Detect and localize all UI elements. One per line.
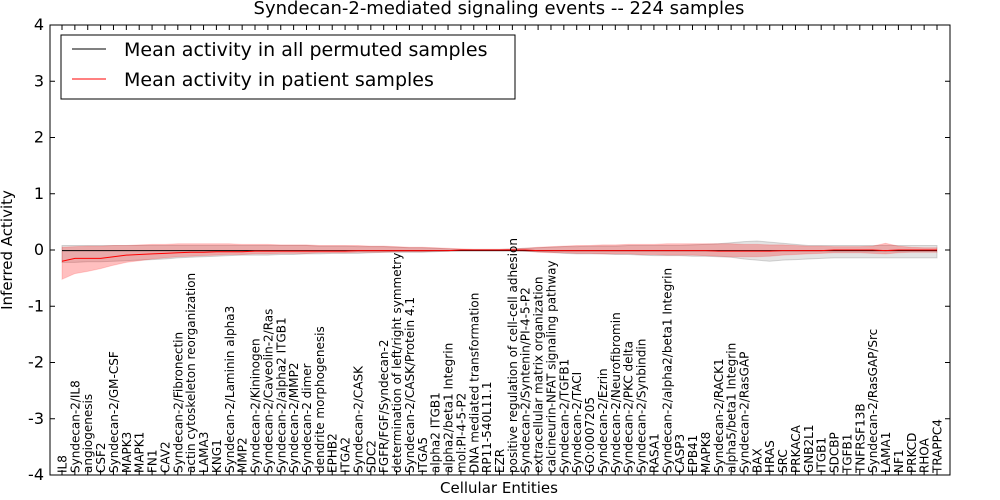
x-tick-label: SDC2 bbox=[364, 440, 378, 473]
x-tick-label: Syndecan-2/Neurofibromin bbox=[609, 312, 623, 473]
x-tick-label: ITGA2 bbox=[339, 437, 353, 473]
x-tick-label: BAX bbox=[750, 448, 764, 473]
x-tick-label: Syndecan-2/GM-CSF bbox=[107, 351, 121, 473]
x-tick-label: alpha5/beta1 Integrin bbox=[725, 343, 739, 473]
x-tick-label: MAPK3 bbox=[120, 432, 134, 473]
x-tick-label: Syndecan-2/RasGAP bbox=[738, 352, 752, 473]
x-tick-label: KNG1 bbox=[210, 439, 224, 473]
series-band-1 bbox=[61, 240, 938, 263]
legend-label-1: Mean activity in all permuted samples bbox=[124, 39, 487, 61]
x-tick-label: CAV2 bbox=[158, 441, 172, 473]
x-tick-label: Syndecan-2/Synbindin bbox=[635, 339, 649, 473]
x-tick-label: SRC bbox=[776, 449, 790, 473]
x-tick-label: alpha2 ITGB1 bbox=[429, 392, 443, 473]
legend-label-2: Mean activity in patient samples bbox=[124, 69, 434, 91]
x-tick-label: Syndecan-2/IL8 bbox=[68, 380, 82, 473]
x-tick-label: LAMA3 bbox=[197, 432, 211, 473]
x-tick-label: TGFB1 bbox=[840, 434, 854, 474]
x-tick-label: Syndecan-2/PKC delta bbox=[622, 341, 636, 473]
y-tick-label: 0 bbox=[34, 240, 44, 259]
x-tick-label: MAPK8 bbox=[699, 432, 713, 473]
x-tick-label: EPHB2 bbox=[326, 433, 340, 473]
legend-box bbox=[60, 34, 516, 100]
y-tick-label: -3 bbox=[28, 409, 44, 428]
x-tick-label: PRKCD bbox=[905, 433, 919, 473]
x-tick-label: extracellular matrix organization bbox=[532, 277, 546, 474]
x-tick-label: angiogenesis bbox=[81, 394, 95, 473]
x-tick-label: Syndecan-2 dimer bbox=[300, 363, 314, 473]
x-tick-label: Syndecan-2/RasGAP/Src bbox=[866, 329, 880, 473]
y-tick-label: 4 bbox=[34, 15, 44, 34]
x-tick-label: Syndecan-2/Kininogen bbox=[249, 338, 263, 473]
x-tick-label: IL8 bbox=[56, 455, 70, 473]
x-tick-label: actin cytoskeleton reorganization bbox=[184, 273, 198, 473]
x-tick-label: EZR bbox=[493, 449, 507, 473]
x-tick-label: RHOA bbox=[918, 437, 932, 473]
x-tick-label: dendrite morphogenesis bbox=[313, 326, 327, 473]
x-tick-label: MMP2 bbox=[236, 437, 250, 473]
x-tick-label: mol:PI-4-5-P2 bbox=[454, 393, 468, 473]
x-tick-label: Syndecan-2/alpha2 ITGB1 bbox=[274, 317, 288, 473]
x-tick-label: Syndecan-2/CASK bbox=[352, 365, 366, 473]
legend: Mean activity in all permuted samplesMea… bbox=[60, 34, 516, 100]
x-tick-label: NF1 bbox=[892, 449, 906, 473]
x-tick-label: calcineurin-NFAT signaling pathway bbox=[545, 260, 559, 473]
chart-title: Syndecan-2-mediated signaling events -- … bbox=[254, 0, 745, 19]
x-tick-label: Syndecan-2/Ezrin bbox=[596, 368, 610, 473]
x-tick-label: SDCBP bbox=[828, 432, 842, 473]
x-tick-label: positive regulation of cell-cell adhesio… bbox=[506, 238, 520, 473]
x-tick-label: Syndecan-2/Caveolin-2/Ras bbox=[261, 309, 275, 473]
x-tick-label: FGFR/FGF/Syndecan-2 bbox=[377, 340, 391, 473]
series-line-2 bbox=[61, 249, 937, 262]
x-axis-title: Cellular Entities bbox=[440, 479, 558, 497]
y-tick-label: -4 bbox=[28, 465, 44, 484]
x-tick-label: Syndecan-2/TGFB1 bbox=[557, 359, 571, 473]
x-tick-label: Syndecan-2/alpha2/beta1 Integrin bbox=[660, 268, 674, 473]
x-tick-label: ITGA5 bbox=[416, 437, 430, 473]
x-tick-label: Syndecan-2/CASK/Protein 4.1 bbox=[403, 297, 417, 473]
x-tick-label: Syndecan-2/Laminin alpha3 bbox=[223, 306, 237, 473]
y-tick-label: -2 bbox=[28, 353, 44, 372]
x-tick-label: Syndecan-2/MMP2 bbox=[287, 363, 301, 473]
x-tick-label: HRAS bbox=[763, 440, 777, 473]
y-tick-label: 2 bbox=[34, 128, 44, 147]
x-tick-label: Syndecan-2/RACK1 bbox=[712, 358, 726, 473]
x-tick-label: FN1 bbox=[146, 449, 160, 473]
plot-area bbox=[61, 240, 938, 281]
x-tick-label: alpha2/beta1 Integrin bbox=[442, 343, 456, 473]
series-band-2 bbox=[61, 242, 938, 281]
x-tick-label: TNFRSF13B bbox=[853, 403, 867, 474]
x-tick-label: CSF2 bbox=[94, 442, 108, 473]
x-tick-label: PRKACA bbox=[789, 424, 803, 473]
x-tick-label: ITGB1 bbox=[815, 437, 829, 473]
x-tick-label: CASP3 bbox=[673, 434, 687, 473]
x-tick-label: EPB41 bbox=[686, 435, 700, 473]
x-tick-label: determination of left/right symmetry bbox=[390, 253, 404, 473]
y-tick-label: -1 bbox=[28, 296, 44, 315]
x-tick-label: GNB2L1 bbox=[802, 425, 816, 473]
axes: -4 -3 -2 -1 0 1 2 3 4IL8Syndecan-2/IL8angiogenes… bbox=[28, 15, 951, 484]
x-tick-label: MAPK1 bbox=[133, 432, 147, 473]
x-tick-label: TRAPPC4 bbox=[931, 419, 945, 474]
x-tick-label: Syndecan-2/Fibronectin bbox=[171, 332, 185, 473]
y-axis-title: Inferred Activity bbox=[0, 190, 16, 310]
x-tick-label: GO:0007205 bbox=[583, 397, 597, 473]
x-tick-label: RASA1 bbox=[647, 433, 661, 473]
y-tick-label: 1 bbox=[34, 184, 44, 203]
y-tick-label: 3 bbox=[34, 71, 44, 90]
x-tick-label: Syndecan-2/TACI bbox=[570, 372, 584, 473]
x-tick-label: RP11-540L11.1 bbox=[480, 382, 494, 473]
x-tick-label: DNA mediated transformation bbox=[467, 293, 481, 473]
x-tick-label: Syndecan-2/Syntenin/PI-4-5-P2 bbox=[519, 287, 533, 473]
x-tick-label: LAMA1 bbox=[879, 432, 893, 473]
